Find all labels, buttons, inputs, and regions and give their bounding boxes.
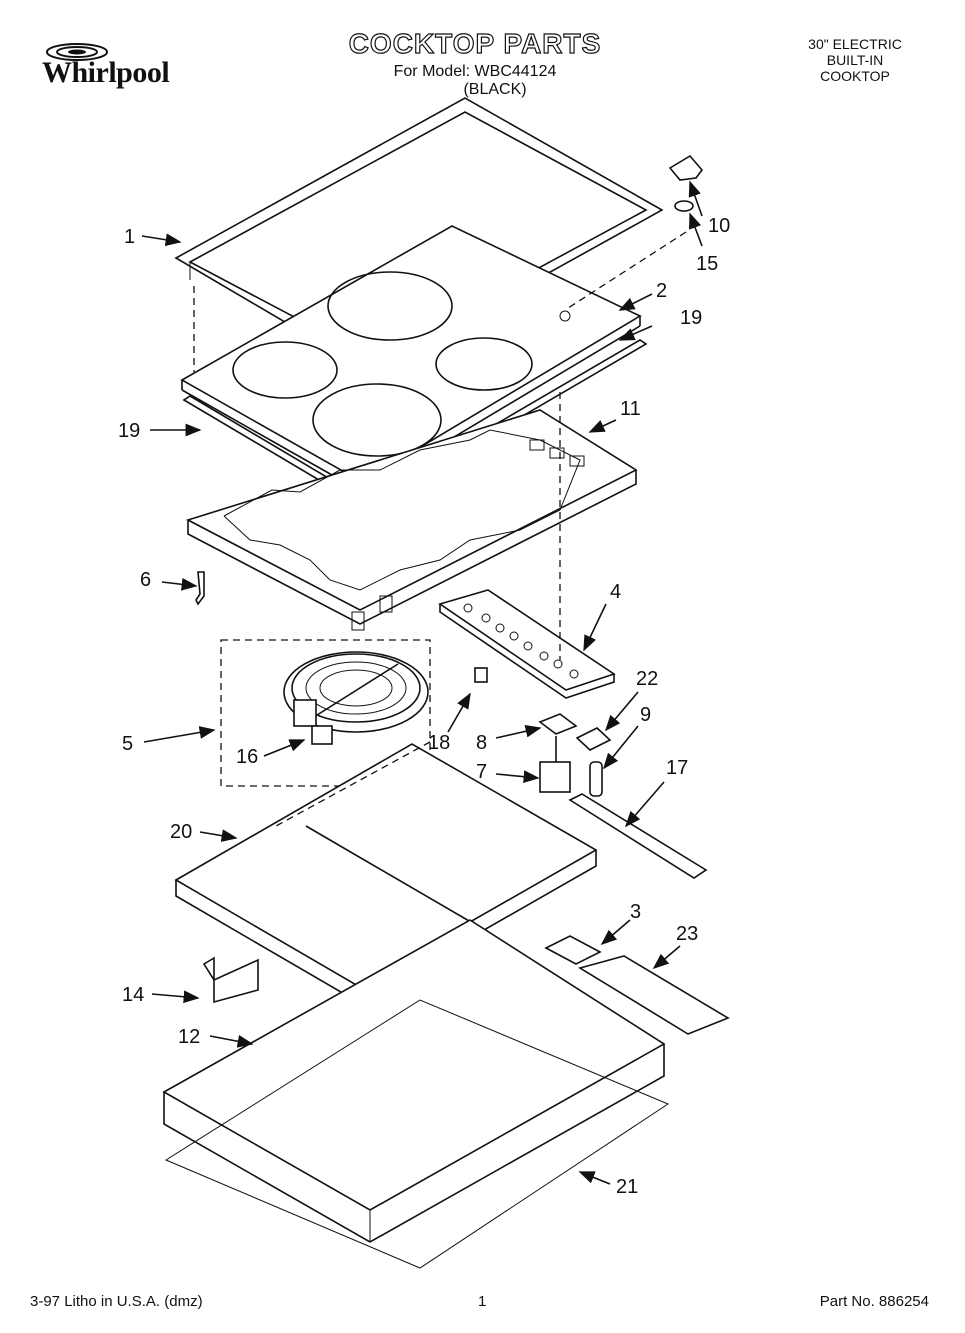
callout-12: 12 <box>178 1026 200 1048</box>
callout-11: 11 <box>620 398 641 420</box>
callout-20: 20 <box>170 821 192 843</box>
color-label: (BLACK) <box>463 81 527 98</box>
part-3-plate <box>544 935 602 965</box>
part-22-bracket <box>575 727 612 751</box>
part-11-mounting-plate <box>185 409 638 631</box>
callout-9: 9 <box>640 704 651 726</box>
part-16-radiant-element <box>283 651 429 745</box>
part-23-bracket <box>578 955 730 1035</box>
callout-15: 15 <box>696 253 718 275</box>
callout-23: 23 <box>676 923 698 945</box>
footer-part-number: Part No. 886254 <box>819 1293 929 1310</box>
part-21-insulation <box>164 999 670 1269</box>
footer-litho: 3-97 Litho in U.S.A. (dmz) <box>30 1293 203 1310</box>
part-10-knob <box>668 154 704 181</box>
brand-name: Whirlpool <box>42 56 170 89</box>
callout-16: 16 <box>236 746 258 768</box>
callout-1: 1 <box>124 226 135 248</box>
part-8-bracket <box>538 713 578 735</box>
whirlpool-logo: Whirlpool <box>38 40 198 95</box>
part-4-control-panel <box>438 589 616 699</box>
product-description: 30" ELECTRIC BUILT-IN COOKTOP <box>785 36 925 84</box>
callout-14: 14 <box>122 984 144 1006</box>
callout-4: 4 <box>610 581 621 603</box>
product-desc-line: COOKTOP <box>820 68 890 84</box>
part-18-label <box>474 667 488 683</box>
part-7-switch <box>539 736 571 793</box>
part-5-element-group-box <box>220 639 431 787</box>
leader-lines <box>141 180 703 1185</box>
footer-page-number: 1 <box>478 1293 487 1310</box>
callout-19-right: 19 <box>680 307 702 329</box>
swirl-logo-icon <box>46 43 108 61</box>
part-9-indicator-light <box>589 761 603 797</box>
part-15-bezel <box>674 200 694 212</box>
callout-19-left: 19 <box>118 420 140 442</box>
callout-22: 22 <box>636 668 658 690</box>
callout-10: 10 <box>708 215 730 237</box>
product-desc-line: 30" ELECTRIC <box>808 36 902 52</box>
callout-17: 17 <box>666 757 688 779</box>
page-title: COCKTOP PARTS <box>348 27 602 59</box>
callout-8: 8 <box>476 732 487 754</box>
callout-2: 2 <box>656 280 667 302</box>
part-17-trim <box>568 793 708 879</box>
callout-18: 18 <box>428 732 450 754</box>
callout-6: 6 <box>140 569 151 591</box>
callout-21: 21 <box>616 1176 638 1198</box>
product-desc-line: BUILT-IN <box>826 52 884 68</box>
part-12-bottom-box <box>162 919 666 1243</box>
callout-3: 3 <box>630 901 641 923</box>
callout-5: 5 <box>122 733 133 755</box>
model-label: For Model: WBC44124 <box>393 63 557 80</box>
part-14-bracket <box>202 956 259 1004</box>
callout-7: 7 <box>476 761 487 783</box>
part-6-clip <box>195 571 205 606</box>
